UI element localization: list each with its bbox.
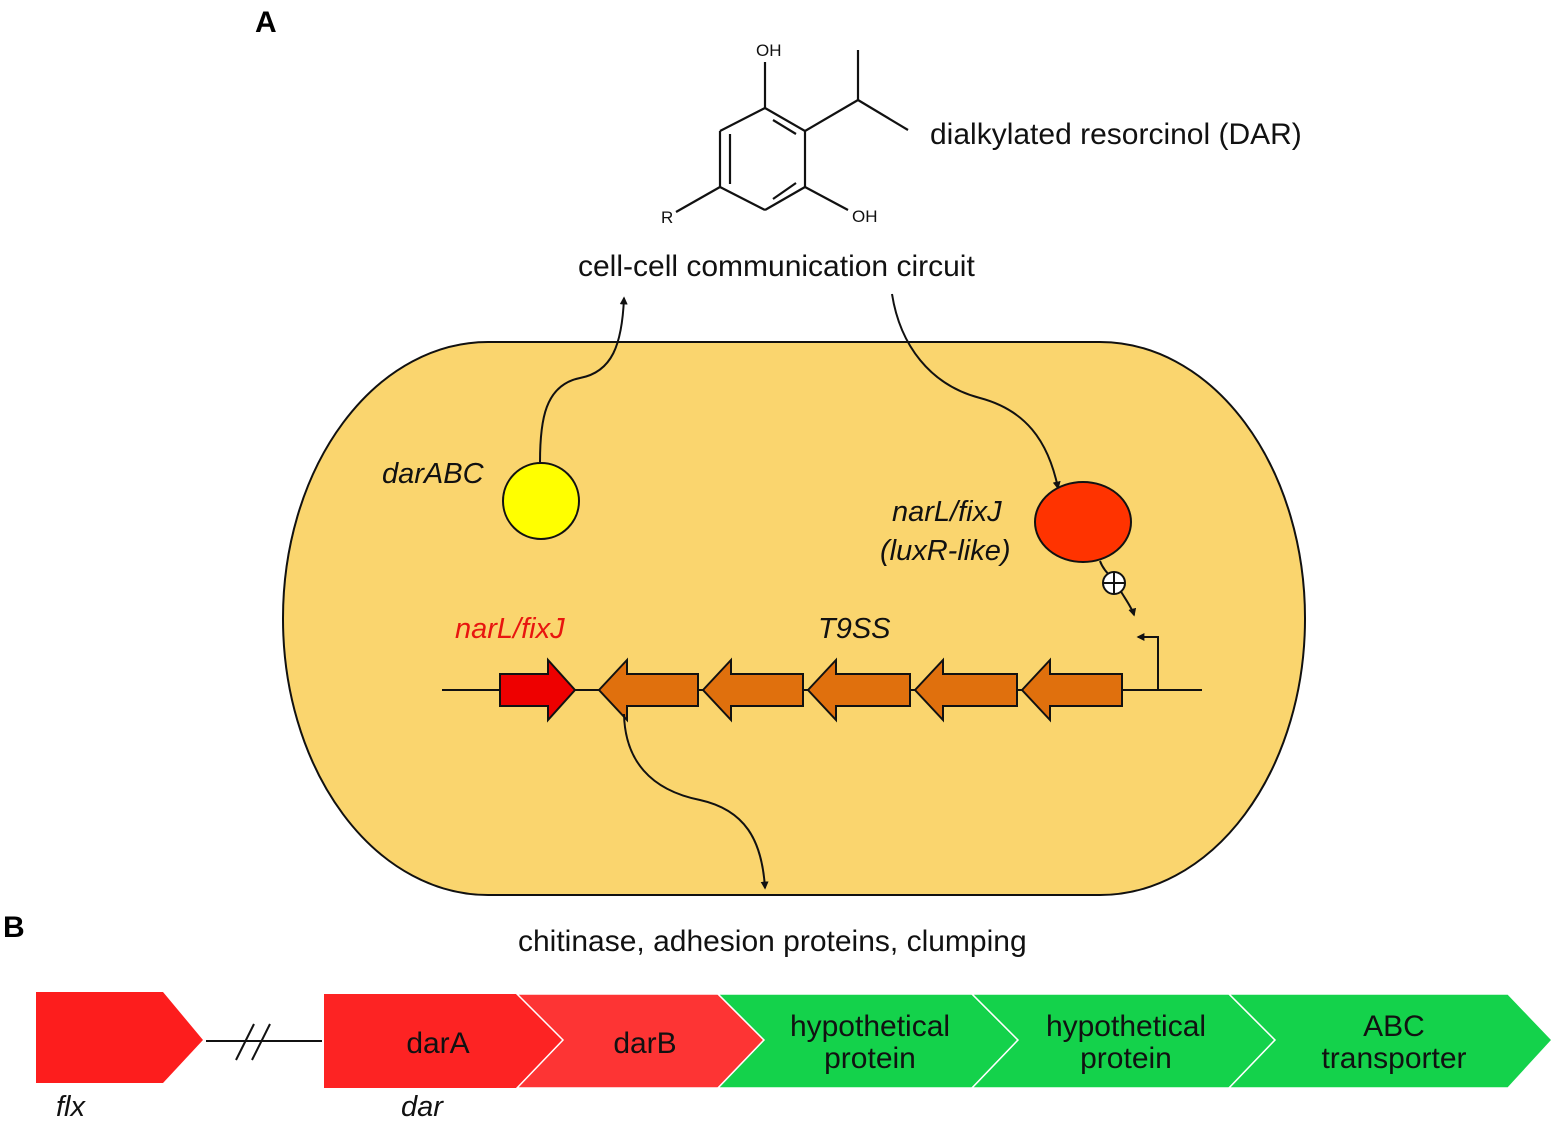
molecule-name: dialkylated resorcinol (DAR) (930, 118, 1302, 151)
narl-fixj-regulator-protein (1034, 481, 1132, 563)
output-label: chitinase, adhesion proteins, clumping (518, 925, 1027, 958)
gene-label-hypothetical-2-line1: hypothetical (1046, 1010, 1206, 1043)
oh-bottom-label: OH (852, 207, 878, 226)
break-mark-1 (235, 1023, 255, 1061)
r-group-label: R (661, 208, 673, 227)
gene-label-darb: darB (613, 1027, 676, 1060)
dar-abc-label: darABC (382, 458, 485, 490)
break-mark-2 (251, 1023, 271, 1061)
gene-abc-transporter-arrow (1227, 993, 1554, 1089)
gene-label-abc-line1: ABC (1363, 1010, 1425, 1043)
panel-b-label: B (3, 911, 25, 944)
gene-label-abc-line2: transporter (1321, 1042, 1466, 1075)
panel-a-label: A (255, 6, 277, 39)
bacterial-cell (282, 341, 1306, 896)
flx-gene-arrow (36, 992, 203, 1083)
oh-top-label: OH (756, 41, 782, 60)
gene-label-dara: darA (406, 1027, 469, 1060)
dar-abc-circle (502, 462, 580, 540)
narl-fixj-gene-arrow (499, 657, 577, 723)
t9ss-gene-2 (701, 657, 804, 723)
dar-export-arrow (539, 296, 628, 463)
signal-import-arrow (891, 293, 1061, 490)
t9ss-gene-cluster (597, 657, 1123, 723)
circuit-label: cell-cell communication circuit (578, 250, 975, 283)
dar-locus-label: dar (401, 1091, 444, 1123)
gene-label-hypothetical-2-line2: protein (1080, 1042, 1172, 1075)
t9ss-gene-3 (806, 657, 911, 723)
gene-label-hypothetical-1-line2: protein (824, 1042, 916, 1075)
flx-locus-label: flx (56, 1091, 87, 1123)
gene-label-hypothetical-1-line1: hypothetical (790, 1010, 950, 1043)
regulator-label-line2: (luxR-like) (880, 535, 1011, 567)
t9ss-gene-4 (913, 657, 1018, 723)
t9ss-gene-1 (597, 657, 699, 723)
output-arrow (623, 713, 769, 890)
dar-molecule-structure (675, 50, 909, 213)
regulator-label-line1: narL/fixJ (892, 496, 1002, 528)
operon-narl-fixj-label: narL/fixJ (455, 613, 565, 645)
promoter-arrow (1136, 633, 1159, 690)
t9ss-gene-5 (1020, 657, 1123, 723)
t9ss-label: T9SS (818, 613, 891, 645)
gene-dara-arrow (324, 994, 563, 1088)
